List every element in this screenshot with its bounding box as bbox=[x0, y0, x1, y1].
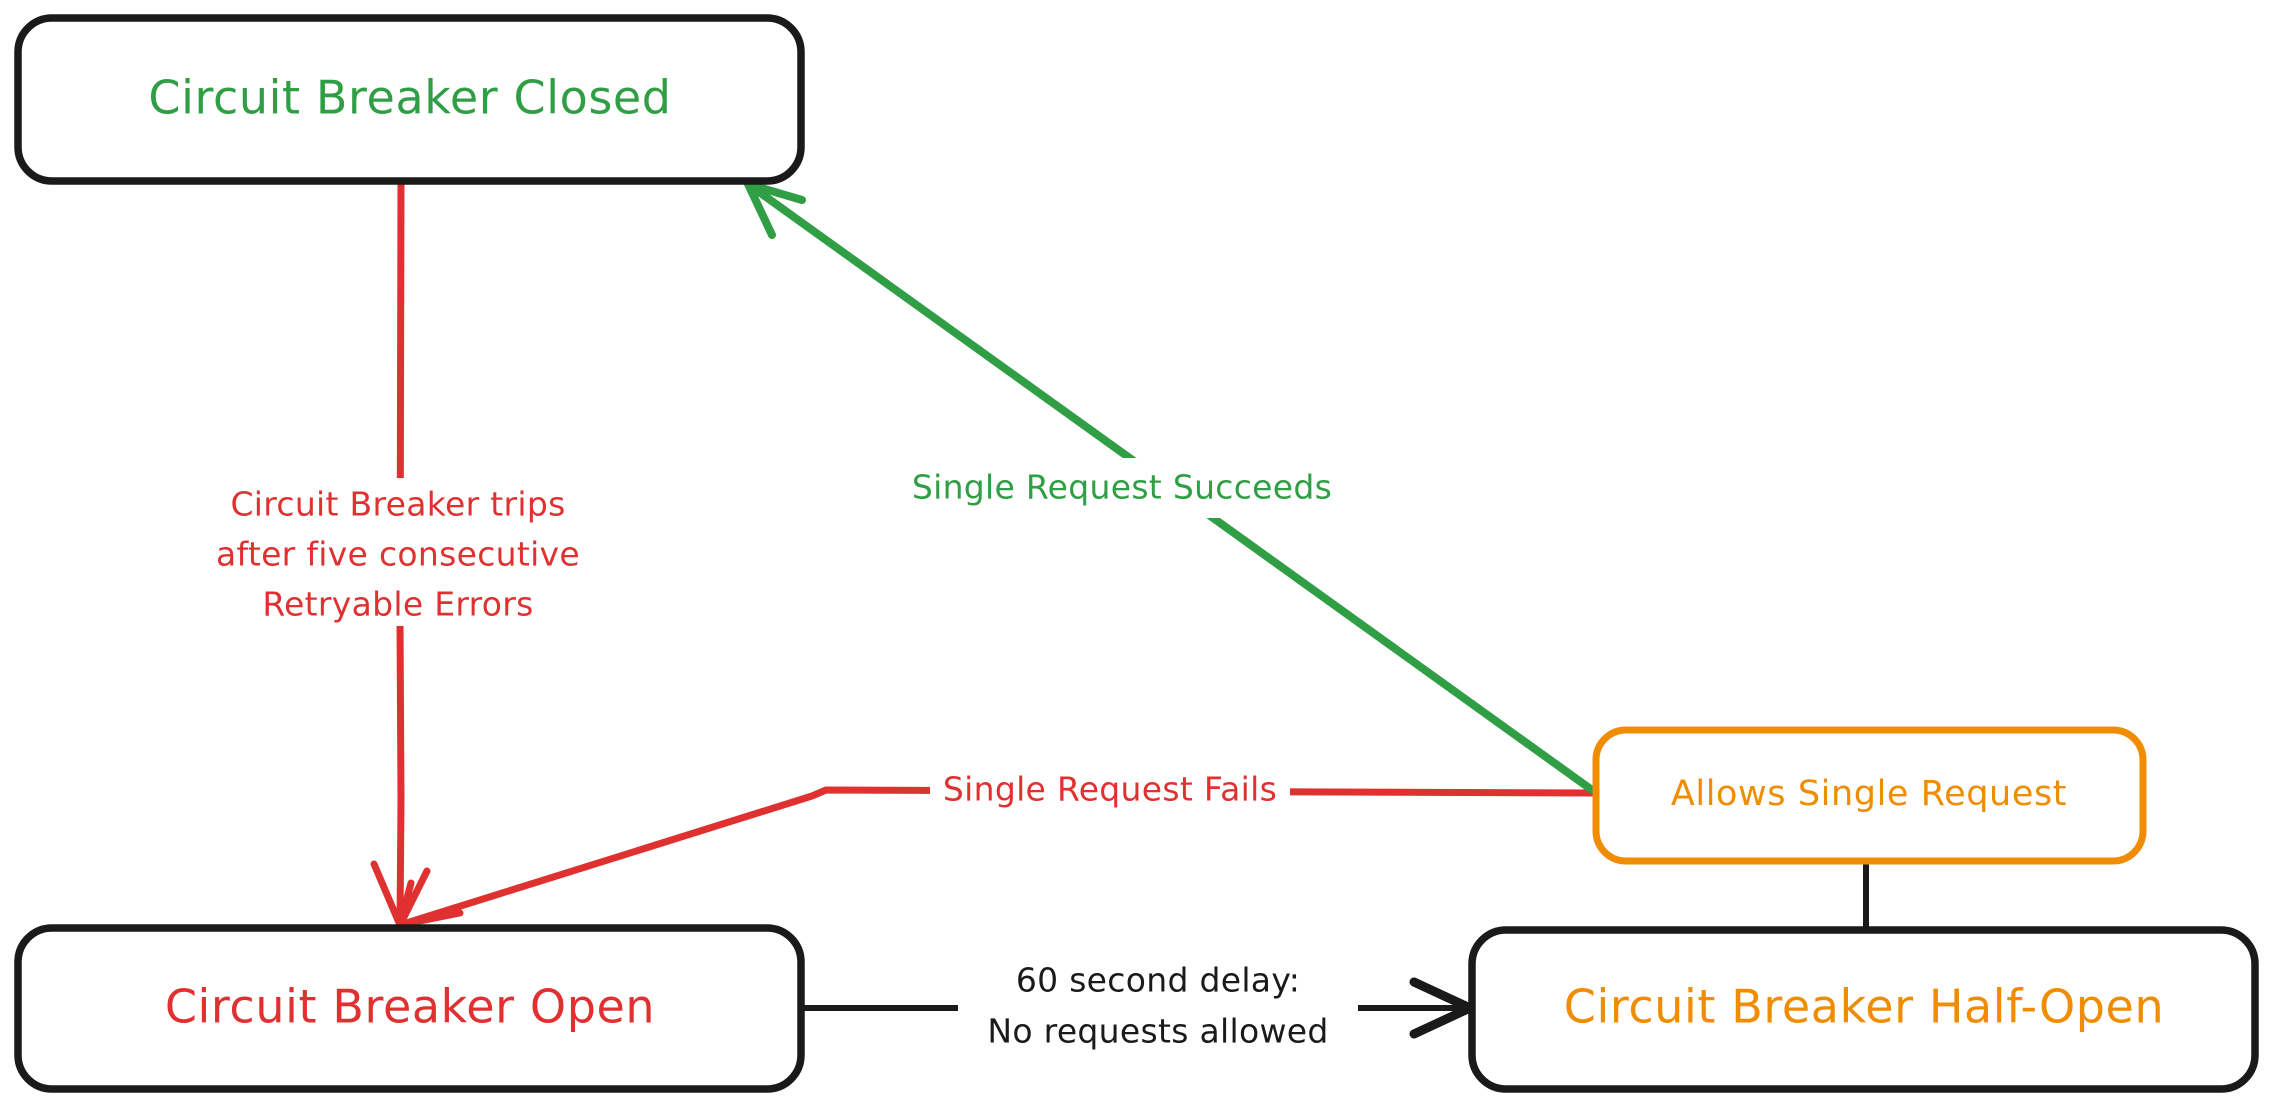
edge-label-trips-line1: Circuit Breaker trips bbox=[230, 485, 565, 524]
node-circuit-breaker-half-open[interactable]: Circuit Breaker Half-Open bbox=[1468, 926, 2259, 1093]
node-halfopen-box[interactable] bbox=[1468, 926, 2259, 1093]
node-circuit-breaker-open[interactable]: Circuit Breaker Open bbox=[14, 924, 805, 1093]
edge-label-delay-line1: 60 second delay: bbox=[1016, 961, 1300, 1000]
node-allows-box[interactable] bbox=[1592, 726, 2147, 865]
node-open-box[interactable] bbox=[14, 924, 805, 1093]
node-halfopen-label: Circuit Breaker Half-Open bbox=[1564, 980, 2164, 1034]
edge-label-delay-line2: No requests allowed bbox=[987, 1012, 1328, 1051]
edge-label-open-to-halfopen: 60 second delay: No requests allowed bbox=[958, 950, 1358, 1066]
edge-label-delay-backdrop bbox=[958, 950, 1358, 1066]
arrowhead-allows-to-closed bbox=[744, 180, 806, 239]
node-open-label: Circuit Breaker Open bbox=[165, 980, 655, 1034]
edge-label-allows-to-closed: Single Request Succeeds bbox=[912, 458, 1332, 518]
edge-label-allows-to-open: Single Request Fails bbox=[930, 762, 1290, 820]
edge-label-succeeds: Single Request Succeeds bbox=[912, 468, 1332, 507]
node-allows-label: Allows Single Request bbox=[1671, 774, 2067, 814]
edge-label-succeeds-backdrop bbox=[912, 458, 1332, 518]
edge-label-trips-line3: Retryable Errors bbox=[262, 585, 533, 624]
edge-label-trips-line2: after five consecutive bbox=[216, 535, 580, 574]
node-closed-box[interactable] bbox=[14, 14, 805, 185]
edge-label-trips-backdrop bbox=[178, 478, 618, 626]
edge-line-closed-to-open bbox=[396, 178, 405, 929]
node-circuit-breaker-closed[interactable]: Circuit Breaker Closed bbox=[14, 14, 805, 185]
edge-label-fails: Single Request Fails bbox=[943, 770, 1277, 809]
edge-label-closed-to-open: Circuit Breaker trips after five consecu… bbox=[178, 478, 618, 626]
edge-label-fails-backdrop bbox=[930, 762, 1290, 820]
node-allows-single-request[interactable]: Allows Single Request bbox=[1592, 726, 2147, 865]
node-closed-label: Circuit Breaker Closed bbox=[148, 71, 671, 125]
